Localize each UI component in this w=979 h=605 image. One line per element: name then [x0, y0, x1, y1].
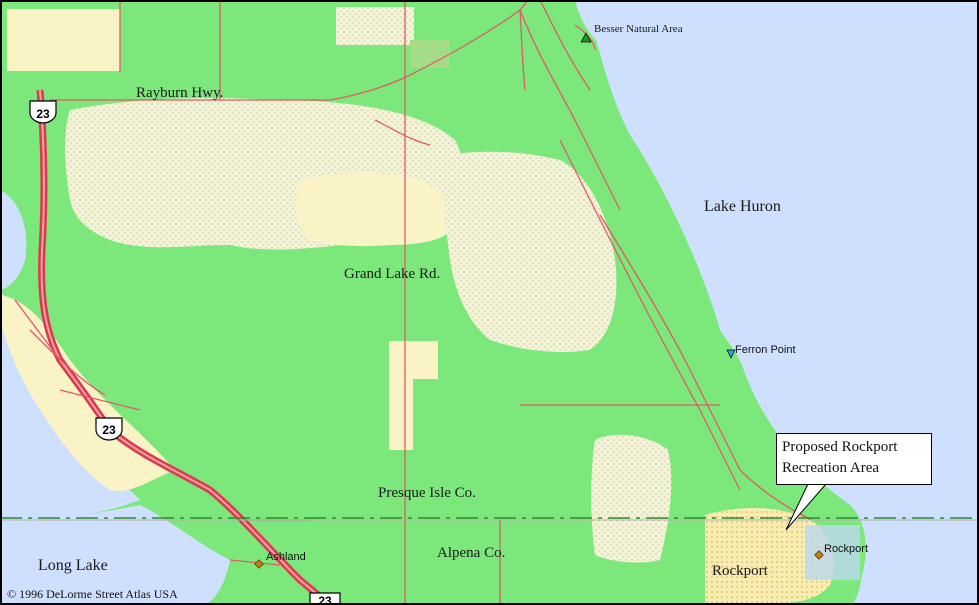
label-lake-huron: Lake Huron: [704, 198, 781, 215]
rockport-marker-icon[interactable]: [814, 550, 824, 560]
shield-north-number: 23: [36, 107, 50, 121]
copyright-notice: © 1996 DeLorme Street Atlas USA: [7, 587, 178, 601]
wooded-area-east: [442, 151, 617, 352]
minor-roads: [14, 0, 813, 605]
open-area-south: [389, 341, 438, 379]
us-23-shield-north: 23: [29, 100, 57, 124]
proposed-area-callout: Proposed Rockport Recreation Area: [776, 433, 932, 485]
open-area-south-2: [389, 375, 413, 450]
us-23-shield-middle: 23: [95, 417, 123, 441]
long-lake-water: [0, 505, 230, 605]
ferron-point-icon[interactable]: [726, 349, 736, 359]
wooded-area-south: [591, 434, 672, 563]
ashland-marker-icon[interactable]: [254, 559, 264, 569]
us-23-highway-edge: [39, 89, 331, 605]
label-grand-lake-rd: Grand Lake Rd.: [344, 266, 440, 282]
label-rockport-area: Rockport: [712, 563, 769, 579]
urban-patch: [410, 40, 450, 68]
label-presque-isle-co: Presque Isle Co.: [378, 485, 476, 501]
shield-south-number: 23: [318, 594, 332, 605]
west-lake: [0, 190, 27, 290]
besser-natural-area-icon[interactable]: [580, 32, 592, 43]
urban-north-dots: [336, 7, 414, 45]
shield-middle-number: 23: [102, 423, 116, 437]
callout-line-2: Recreation Area: [782, 460, 880, 476]
label-besser-natural-area: Besser Natural Area: [594, 23, 683, 35]
label-ashland: Ashland: [266, 551, 306, 563]
label-rayburn-hwy: Rayburn Hwy.: [136, 85, 223, 101]
callout-line-1: Proposed Rockport: [782, 439, 898, 455]
label-alpena-co: Alpena Co.: [437, 545, 505, 561]
label-rockport-town: Rockport: [824, 543, 868, 555]
us-23-shield-south: 23: [309, 592, 341, 605]
county-line: [0, 517, 979, 521]
rockport-area-fill: [705, 508, 834, 605]
label-ferron-point: Ferron Point: [735, 344, 796, 356]
urban-north: [7, 9, 120, 71]
label-long-lake: Long Lake: [38, 557, 108, 574]
rockport-light-patch: [805, 525, 860, 580]
open-area-center: [295, 172, 452, 247]
